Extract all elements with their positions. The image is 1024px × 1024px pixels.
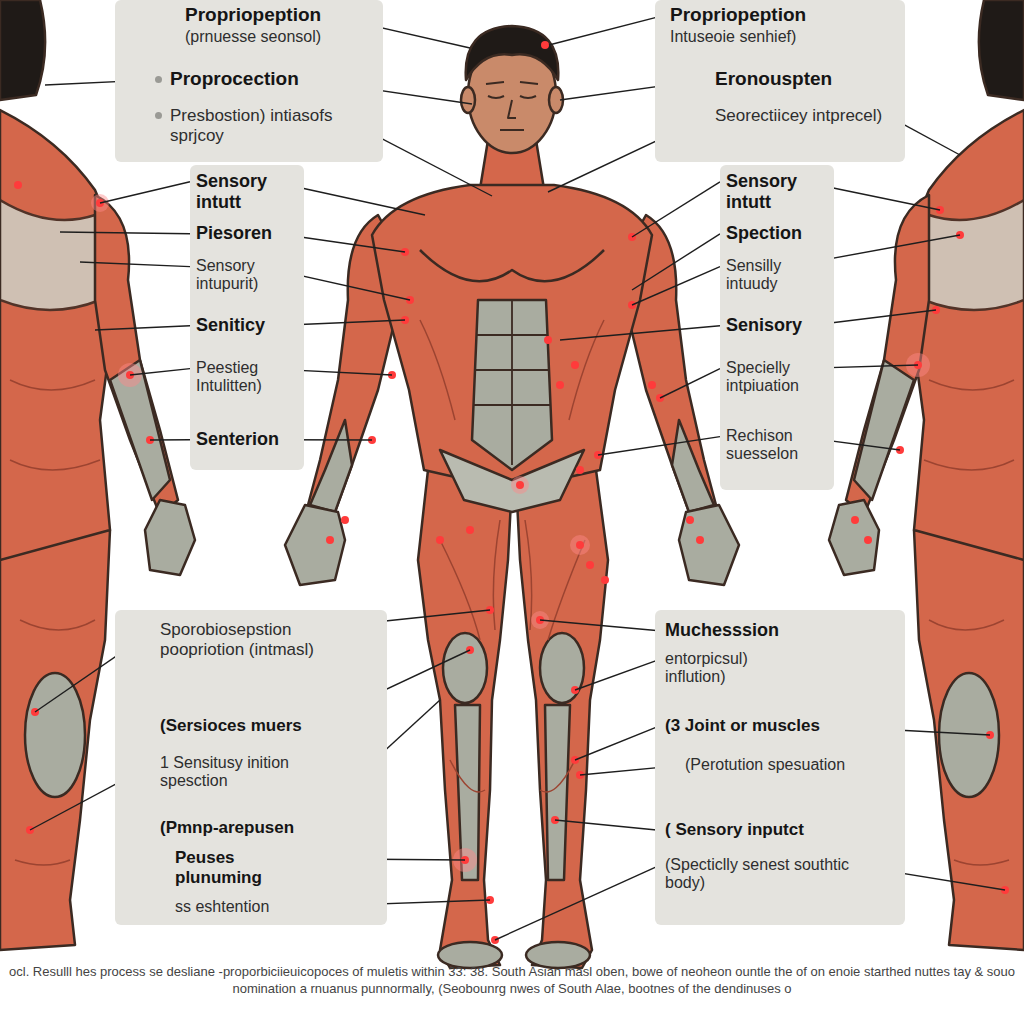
leader-line bbox=[130, 369, 190, 375]
label-heading: Spection bbox=[726, 223, 826, 244]
label-heading: Senisory bbox=[726, 315, 826, 336]
label-heading: Peuses plunuming bbox=[175, 848, 325, 887]
leader-line bbox=[560, 326, 720, 340]
bullet-dot bbox=[155, 76, 162, 83]
label-text: Intuseoie senhief) bbox=[670, 28, 890, 46]
label-text: ss eshtention bbox=[175, 898, 365, 916]
label-heading: ( Sensory inputct bbox=[665, 820, 895, 840]
label-heading: (Sersioces muers bbox=[160, 716, 370, 736]
label-heading: Senterion bbox=[196, 429, 296, 450]
label-text: Peestieg Intulitten) bbox=[196, 359, 296, 396]
label-text: Seorectiicey intprecel) bbox=[715, 106, 885, 126]
label-text: (prnuesse seonsol) bbox=[185, 28, 375, 46]
leader-line bbox=[540, 620, 659, 631]
label-heading: Propriopeption bbox=[185, 4, 375, 26]
label-heading: Propriopeption bbox=[670, 4, 890, 26]
leader-line bbox=[495, 866, 659, 940]
label-panel: Sensory intuttPiesorenSensory intupurit)… bbox=[190, 165, 304, 470]
label-heading: Sensory intutt bbox=[196, 171, 296, 212]
label-heading: Seniticy bbox=[196, 315, 296, 336]
label-heading: (3 Joint or muscles bbox=[665, 716, 895, 736]
leader-line bbox=[80, 262, 190, 267]
label-text: Specielly intpiuation bbox=[726, 359, 826, 396]
leader-line bbox=[632, 182, 720, 237]
leader-line bbox=[575, 726, 659, 760]
label-panel: Propriopeption (prnuesse seonsol) Proproce… bbox=[115, 0, 383, 162]
leader-line bbox=[549, 15, 664, 45]
label-heading: Proprocection bbox=[170, 68, 370, 90]
bullet-dot bbox=[155, 112, 162, 119]
leader-line bbox=[150, 439, 190, 441]
label-panel: Sensory intuttSpectionSensilly intuudySe… bbox=[720, 165, 834, 490]
sensor-dots bbox=[14, 41, 1009, 944]
label-panel: Muchesssion entorpicsul) inflution) (3 Joi… bbox=[655, 610, 905, 925]
label-heading: Eronouspten bbox=[715, 68, 895, 90]
label-text: Sensilly intuudy bbox=[726, 257, 826, 294]
label-text: Sensory intupurit) bbox=[196, 257, 296, 294]
label-text: entorpicsul) inflution) bbox=[665, 650, 805, 687]
label-heading: (Pmnp-arepusen bbox=[160, 818, 370, 838]
label-text: 1 Sensitusy inition spesction bbox=[160, 754, 360, 791]
label-text: (Perotution spesuation bbox=[685, 756, 855, 774]
label-heading: Muchesssion bbox=[665, 620, 885, 641]
leader-line bbox=[598, 437, 720, 455]
label-panel: PropriopeptionIntuseoie senhief) Eronousp… bbox=[655, 0, 905, 162]
leader-line bbox=[632, 267, 720, 305]
label-panel: Sporobiosepstion poopriotion (intmasl) (S… bbox=[115, 610, 387, 925]
label-text: (Specticlly senest southtic body) bbox=[665, 856, 865, 893]
label-heading: Sensory intutt bbox=[726, 171, 826, 212]
leader-line bbox=[60, 232, 190, 234]
label-heading: Piesoren bbox=[196, 223, 296, 244]
leader-line bbox=[632, 234, 720, 290]
label-text: Rechison suesselon bbox=[726, 427, 826, 464]
leader-line bbox=[100, 182, 190, 203]
leader-line bbox=[555, 820, 659, 830]
label-text: Presbostion) intiasofs sprjcoy bbox=[170, 106, 360, 145]
label-text: Sporobiosepstion poopriotion (intmasl) bbox=[160, 620, 320, 659]
leader-line bbox=[575, 660, 659, 690]
caption: ocl. Resulll hes process se desliane -pr… bbox=[4, 964, 1020, 998]
leader-line bbox=[660, 369, 720, 398]
leader-line bbox=[95, 326, 190, 330]
